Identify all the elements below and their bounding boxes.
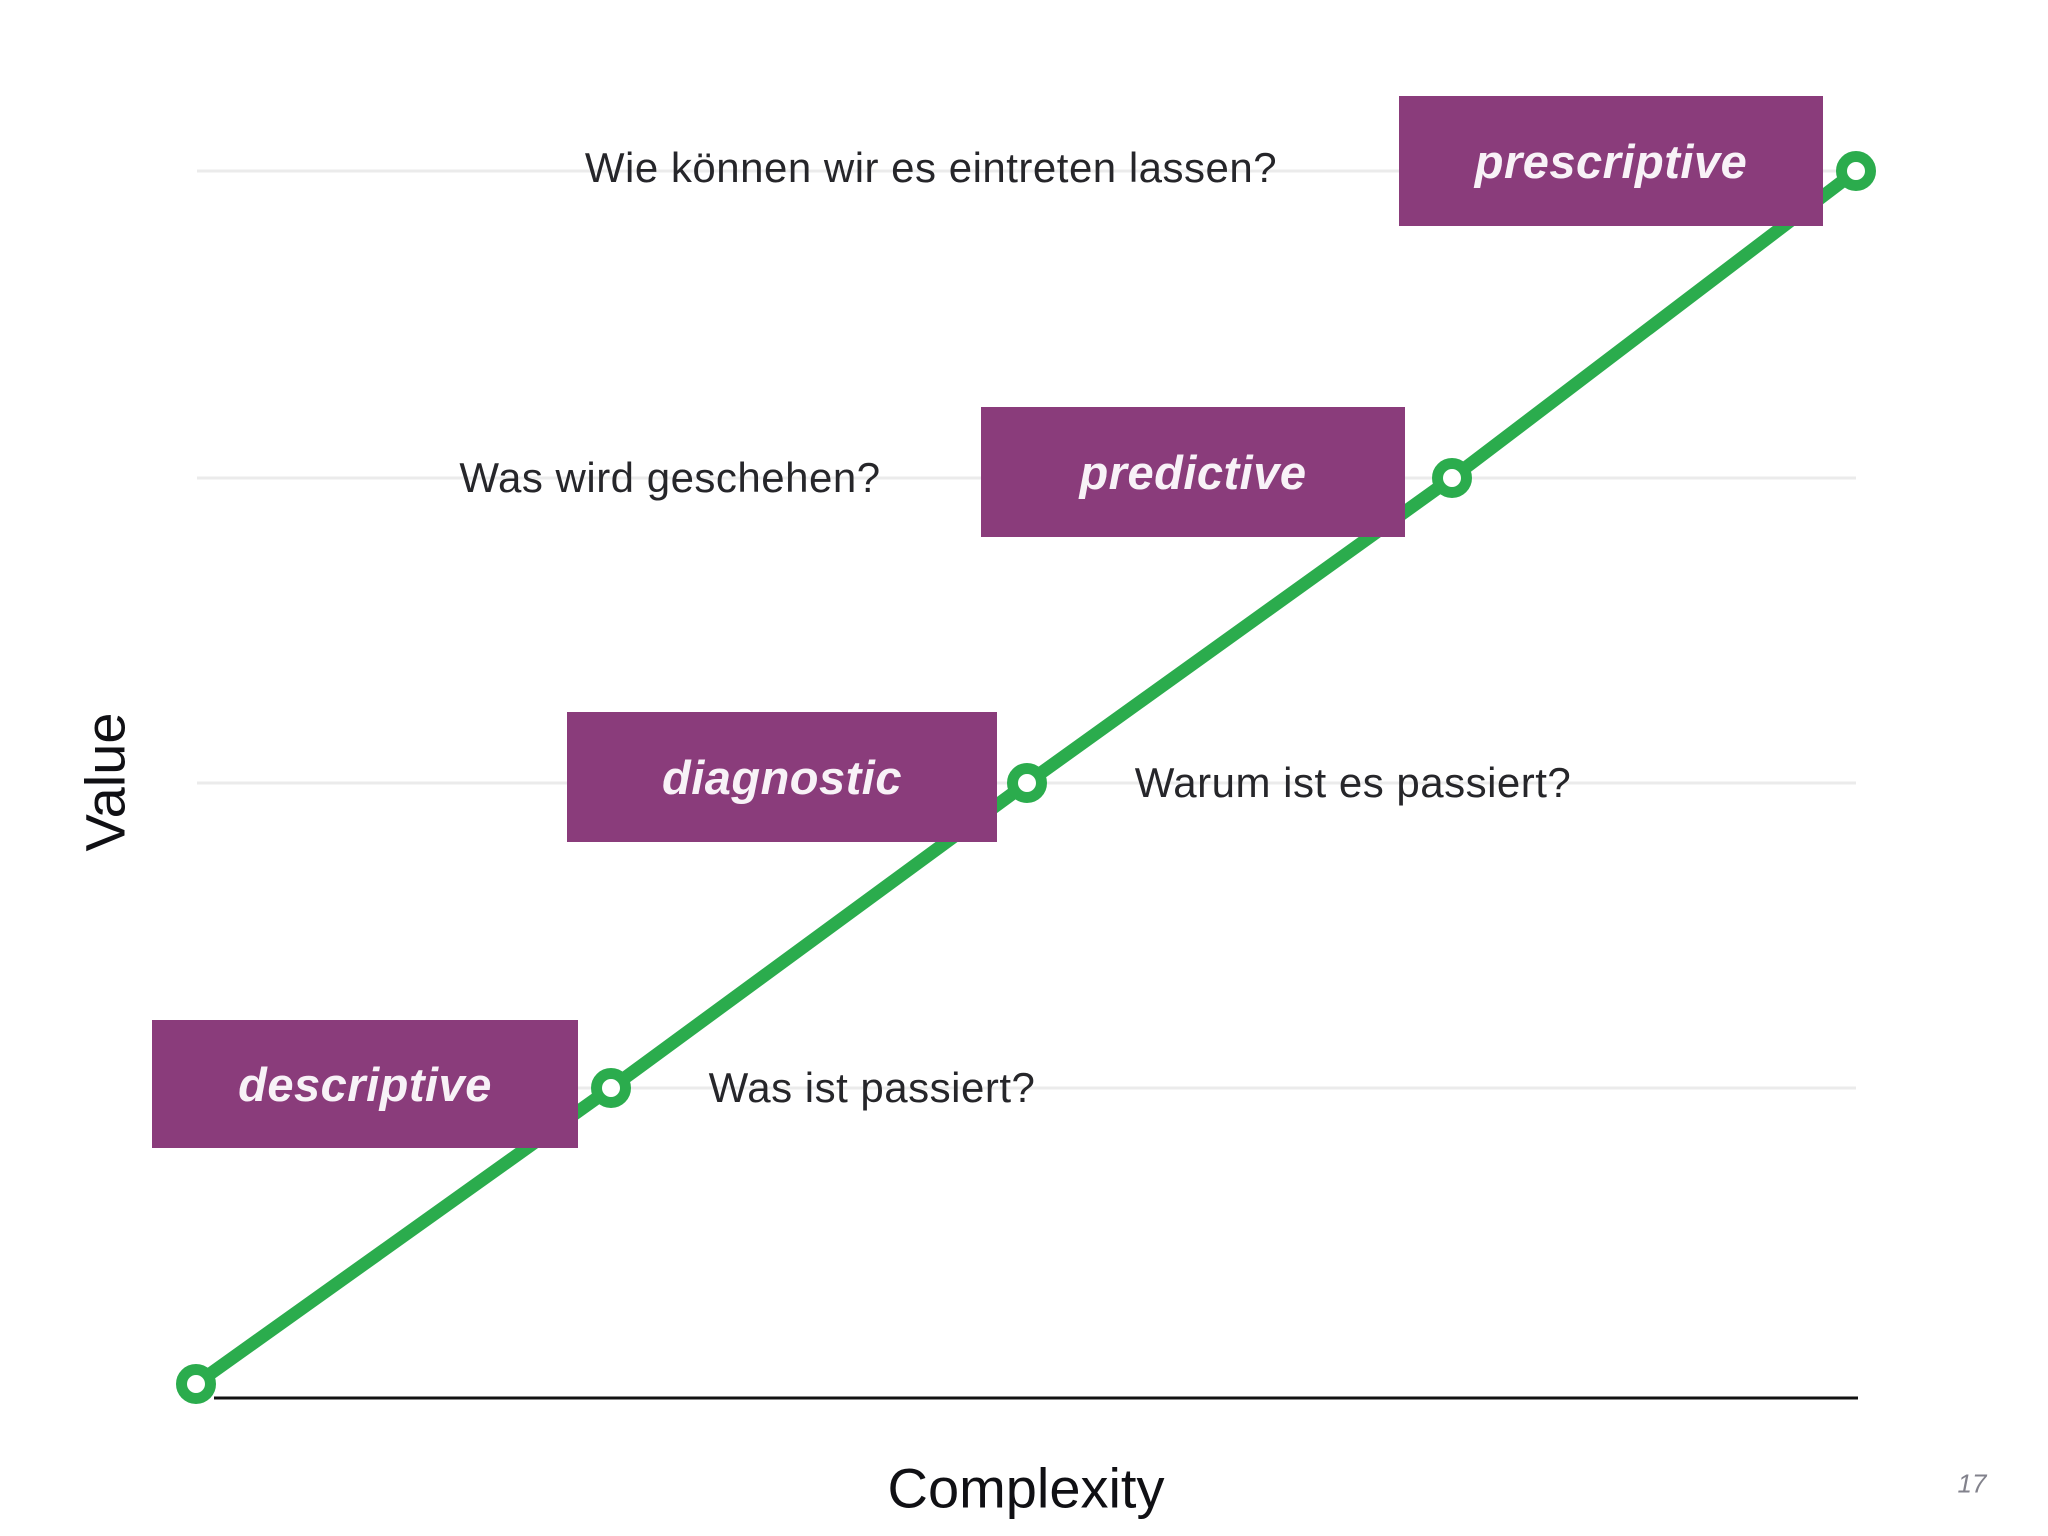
x-axis-label: Complexity xyxy=(887,1456,1165,1520)
question-descriptive: Was ist passiert? xyxy=(708,1064,1036,1111)
node-descriptive xyxy=(591,1068,631,1108)
stage-label-prescriptive: prescriptive xyxy=(1474,134,1748,188)
stage-box-diagnostic: diagnostic xyxy=(567,712,997,842)
page-number: 17 xyxy=(1957,1468,1987,1499)
stage-box-descriptive: descriptive xyxy=(152,1020,578,1148)
trend-line xyxy=(192,165,1860,1390)
question-prescriptive: Wie können wir es eintreten lassen? xyxy=(584,144,1278,191)
node-predictive xyxy=(1432,458,1472,498)
stage-box-predictive: predictive xyxy=(981,407,1405,537)
stage-box-prescriptive: prescriptive xyxy=(1399,96,1823,226)
stage-label-predictive: predictive xyxy=(1079,445,1307,499)
question-predictive: Was wird geschehen? xyxy=(459,454,881,501)
stage-label-diagnostic: diagnostic xyxy=(661,750,903,804)
y-axis-label: Value xyxy=(73,712,137,852)
node-start xyxy=(176,1364,216,1404)
question-diagnostic: Warum ist es passiert? xyxy=(1134,759,1572,806)
node-prescriptive xyxy=(1836,151,1876,191)
node-diagnostic xyxy=(1007,763,1047,803)
stage-label-descriptive: descriptive xyxy=(238,1057,492,1111)
